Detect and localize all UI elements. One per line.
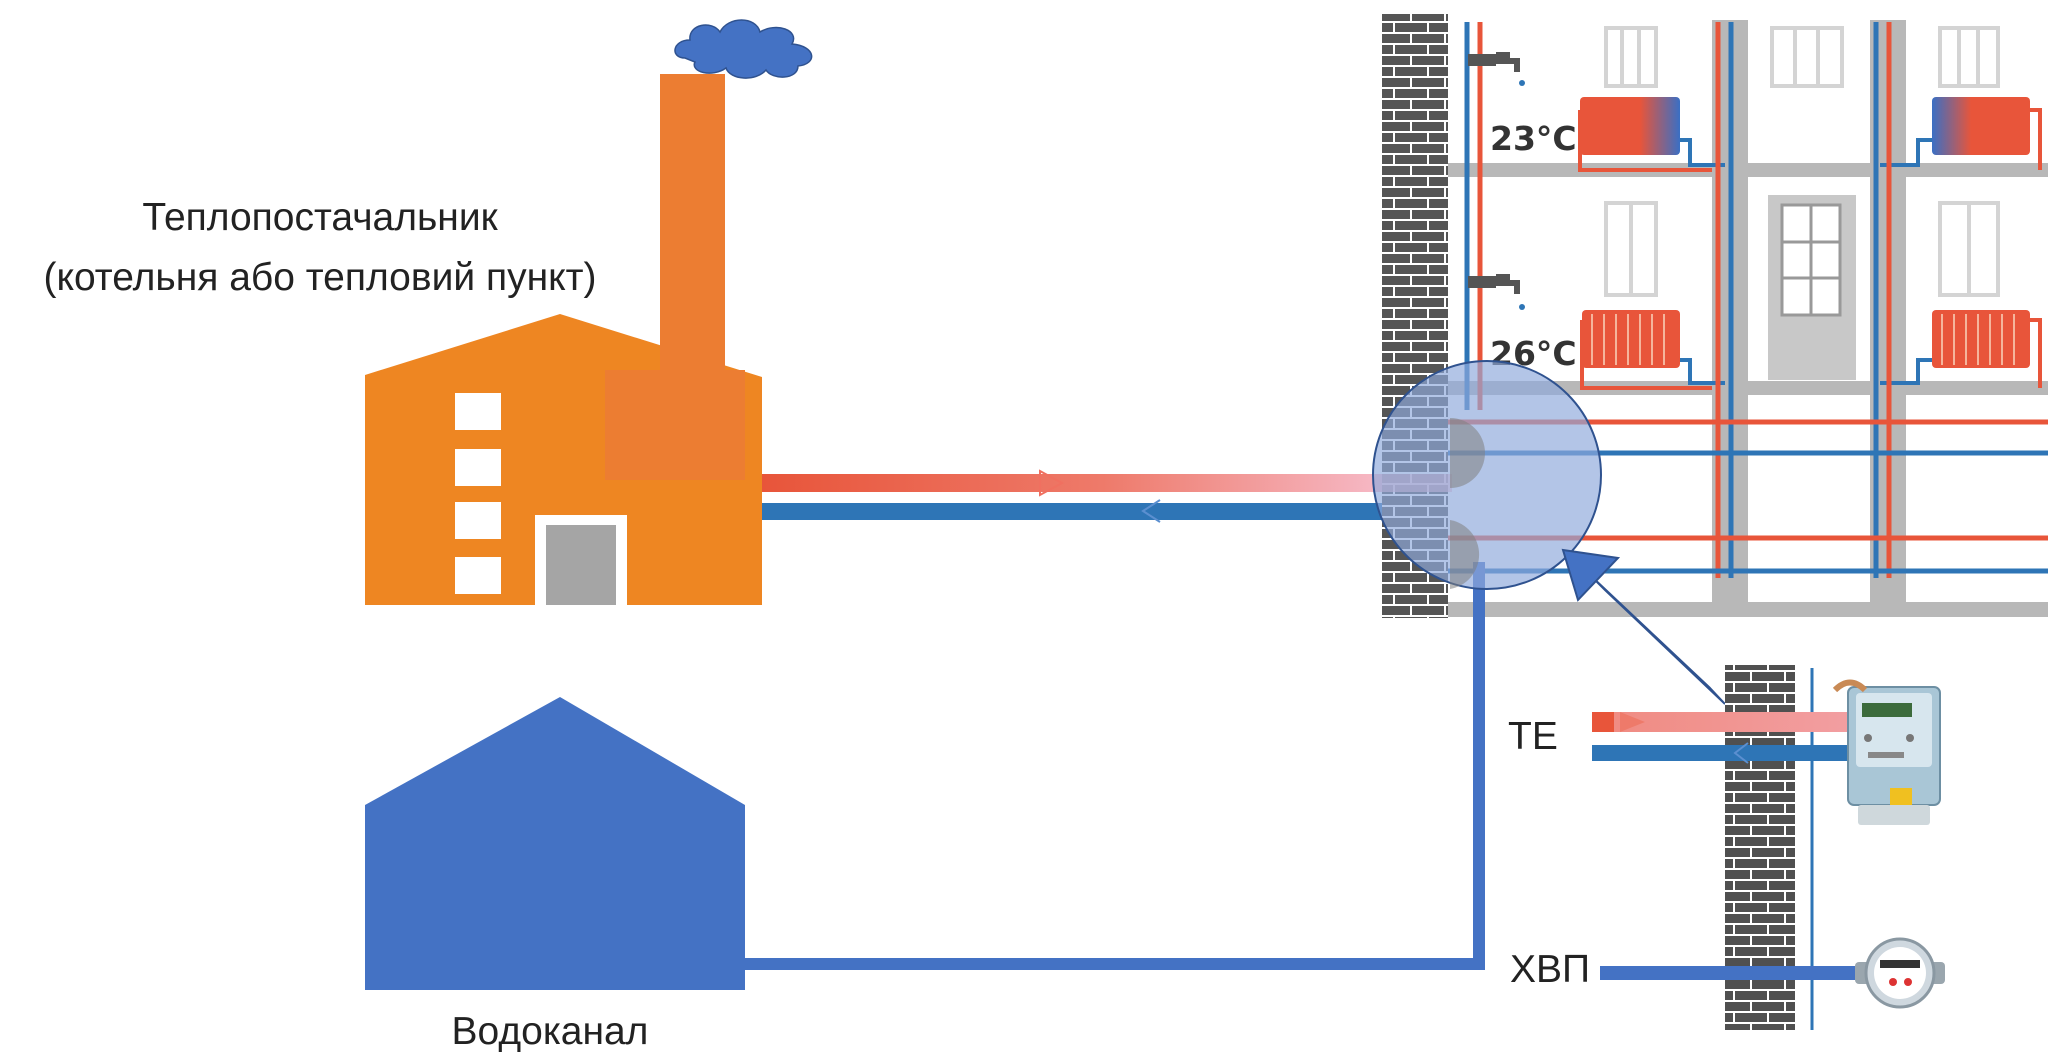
factory-window — [455, 449, 501, 486]
water-meter-device — [1855, 937, 1945, 1009]
factory-window — [455, 393, 501, 430]
smoke-cloud — [674, 19, 813, 79]
apartment-window — [1770, 26, 1844, 88]
return-pipe-cold — [762, 503, 1382, 520]
return-arrow — [1141, 499, 1161, 523]
meter-inset — [1592, 665, 1945, 1030]
faucet-lower — [1468, 274, 1525, 310]
heat-meter-device — [1832, 679, 1941, 825]
cold-water-pipe — [745, 562, 1485, 970]
factory-window — [455, 502, 501, 539]
main-heating-pipes — [762, 469, 1382, 523]
faucet-upper — [1468, 52, 1525, 86]
apartment-window — [1604, 26, 1658, 88]
water-utility-label: Водоканал — [451, 1010, 649, 1053]
factory-door — [546, 525, 616, 605]
heat-supplier-building — [365, 19, 813, 605]
radiator-lower-right — [1932, 310, 2030, 368]
inset-cold-water-pipe — [1600, 966, 1862, 980]
radiator-lower-left — [1582, 310, 1680, 368]
supply-arrow — [1039, 469, 1065, 497]
apartment-window — [1938, 26, 2000, 88]
inset-hot-pipe — [1592, 712, 1872, 732]
radiator-upper-left — [1580, 97, 1680, 155]
temperature-upper: 23°C — [1490, 119, 1577, 158]
heat-supplier-title: Теплопостачальник — [142, 196, 498, 239]
building-entry-highlight — [1372, 360, 1602, 590]
chimney-overlap — [605, 370, 745, 480]
cold-water-label: ХВП — [1510, 948, 1591, 991]
water-utility-building — [365, 697, 745, 990]
factory-window — [455, 557, 501, 594]
heat-energy-label: ТЕ — [1508, 715, 1558, 758]
radiator-upper-right — [1932, 97, 2030, 155]
pointer-arrow — [1561, 548, 1726, 705]
heat-supplier-subtitle: (котельня або тепловий пункт) — [43, 256, 597, 299]
inset-cold-pipe — [1592, 745, 1872, 761]
supply-pipe-hot — [762, 474, 1382, 492]
